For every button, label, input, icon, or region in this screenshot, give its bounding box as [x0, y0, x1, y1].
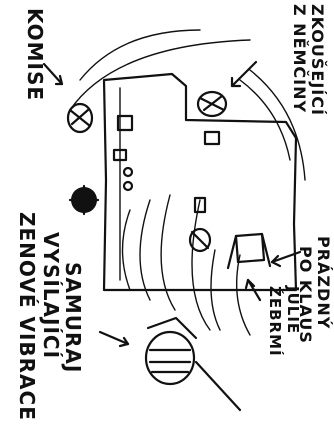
samurai-figure [146, 318, 196, 384]
cup-icon [124, 182, 132, 190]
label-zkouseci-2: Z NĚMČINY [290, 4, 309, 113]
label-komise: KOMISE [23, 8, 47, 101]
head-icon [198, 92, 226, 116]
head-icon [70, 186, 98, 214]
label-samuraj-2: VYSÍLAJÍCÍ [39, 232, 63, 359]
chair-icon [228, 234, 270, 268]
box-icon [205, 132, 219, 144]
arrow-icon [100, 332, 128, 346]
label-julie-2: ŽEBRMÍ [266, 286, 285, 357]
label-julie-1: JULIE [284, 285, 302, 334]
cup-icon [124, 168, 132, 176]
label-prazdny-1: PRÁZDNÝ [314, 236, 333, 329]
label-zkouseci-1: ZKOUŠEJÍCÍ [308, 4, 327, 116]
head-icon [68, 104, 92, 132]
label-samuraj-1: SAMURAJ [61, 262, 85, 373]
label-samuraj-3: ZENOVÉ VIBRACE [15, 212, 39, 421]
sword-icon [196, 362, 240, 410]
